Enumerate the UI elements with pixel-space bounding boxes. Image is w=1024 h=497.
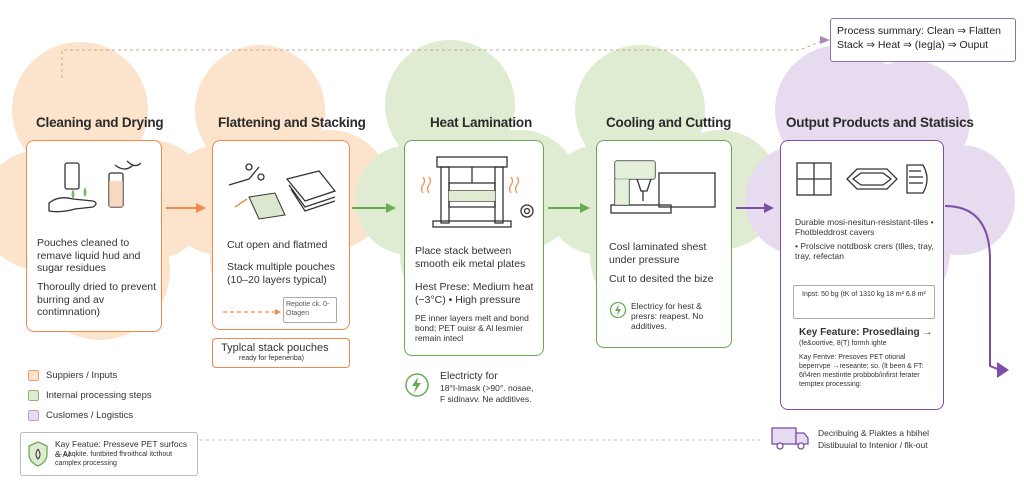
callout-subtitle: ready for fepenenba) xyxy=(239,355,304,362)
cooling-energy: Electricy for hest & presrs: reapest. No… xyxy=(631,301,704,331)
legend-label-internal: Internal processing steps xyxy=(46,390,152,401)
arrow-output-exit xyxy=(944,205,1009,378)
heat-text-3: PE inner layers melt and bond bond; PET … xyxy=(415,313,529,343)
key-feature-line-2: — Laqkite. funtbited fhroithcal itcthout xyxy=(55,451,173,458)
card-cleaning: Pouches cleaned to remave liquid hud and… xyxy=(26,140,162,332)
output-input-stats: Inpst: 50 bg (tK of 1310 kg 18 m² 6.8 m² xyxy=(793,285,935,319)
summary-line-2: Stack ⇒ Heat ⇒ (Ieg|a) ⇒ Ouput xyxy=(837,39,989,51)
legend-label-customers: Cuslomes / Logistics xyxy=(46,410,134,421)
legend-swatch-internal xyxy=(28,390,39,401)
card-output: Durable mosi-nesitun-resistant-tiles • F… xyxy=(780,140,944,410)
summary-line-1: Process summary: Clean ⇒ Flatten xyxy=(837,25,1002,37)
key-feature-box: Kay Featue: Presseve PET surfocs & Al — … xyxy=(20,432,198,476)
output-text-1: Durable mosi-nesitun-resistant-tiles • F… xyxy=(795,217,934,237)
heat-text-1: Place stack between smooth eik metal pla… xyxy=(415,245,526,270)
shield-drop-icon xyxy=(28,441,48,467)
output-feature-2: Kay Fentve: Presoves PET otional beperrv… xyxy=(799,354,924,388)
output-feature-subtitle: (fe&oortive, 8(T) formh ighte xyxy=(799,340,887,347)
heat-energy-line-3: F sidinavv. Ne additives. xyxy=(440,394,532,404)
output-products-icons xyxy=(796,162,928,196)
heat-energy-line-2: 18°I-lmask (>90°. nosae, xyxy=(440,383,534,393)
logistics-line-2: Distibuuial to Intenior / flk-out xyxy=(818,440,928,450)
heat-energy-line-1: Electricty for xyxy=(440,370,498,382)
legend-label-suppliers: Suppiers / Inputs xyxy=(46,370,118,381)
process-summary-box: Process summary: Clean ⇒ Flatten Stack ⇒… xyxy=(830,18,1016,62)
callout-title: Typlcal stack pouches xyxy=(221,342,329,354)
arrowhead-summary xyxy=(820,36,830,44)
washing-hand-icon xyxy=(48,160,142,213)
lightning-icon xyxy=(405,373,429,397)
arrow-3 xyxy=(548,203,590,213)
truck-icon xyxy=(771,427,809,450)
stage-title-flattening: Flattening and Stacking xyxy=(218,115,366,130)
card-cooling: Cosl laminated shest under pressure Cut … xyxy=(596,140,732,348)
logistics-line-1: Decribuing & Piaktes a hbihel xyxy=(818,428,930,438)
arrow-4 xyxy=(736,203,774,213)
cleaning-text-2: Thoroully dried to prevent burring and a… xyxy=(37,281,157,318)
stage-title-cleaning: Cleaning and Drying xyxy=(36,115,164,130)
card-heat: Place stack between smooth eik metal pla… xyxy=(404,140,544,356)
flattening-text-1: Cut open and flatmed xyxy=(227,239,328,251)
stack-tag: Repotie ck. 0-Otagen xyxy=(283,297,337,323)
output-feature-title: Key Feature: Prosedlaing → xyxy=(799,327,933,338)
output-text-2: • Prolscive notdbosk crers (tlles, tray,… xyxy=(795,241,934,261)
heat-press-icon xyxy=(420,156,534,228)
cutting-machine-icon xyxy=(610,160,716,214)
scissors-and-stack-icon xyxy=(228,163,337,220)
legend-swatch-customers xyxy=(28,410,39,421)
stage-title-output: Output Products and Statisics xyxy=(786,115,974,130)
key-feature-line-3: camplex processing xyxy=(55,460,117,467)
lightning-icon-small xyxy=(609,301,627,319)
callout-typical-stack: Typlcal stack pouches ready for fepenenb… xyxy=(212,338,350,368)
card-flattening: Cut open and flatmed Stack multiple pouc… xyxy=(212,140,350,330)
flattening-text-2: Stack multiple pouches (10–20 layers typ… xyxy=(227,261,335,286)
legend-swatch-suppliers xyxy=(28,370,39,381)
stage-title-cooling: Cooling and Cutting xyxy=(606,115,732,130)
cooling-text-1: Cosl laminated shest under pressure xyxy=(609,241,707,266)
dashed-arrow xyxy=(223,309,281,315)
arrow-2 xyxy=(352,203,396,213)
cleaning-text-1: Pouches cleaned to remave liquid hud and… xyxy=(37,237,141,274)
cooling-text-2: Cut to desited the bize xyxy=(609,273,714,285)
stage-title-heat: Heat Lamination xyxy=(430,115,533,130)
key-feature-line-1: Kay Featue: Presseve PET surfocs & Al xyxy=(55,439,188,459)
heat-text-2: Hest Prese: Medium heat (−3°C) • High pr… xyxy=(415,281,534,306)
dotted-connector-top xyxy=(61,39,825,78)
arrow-1 xyxy=(166,203,206,213)
